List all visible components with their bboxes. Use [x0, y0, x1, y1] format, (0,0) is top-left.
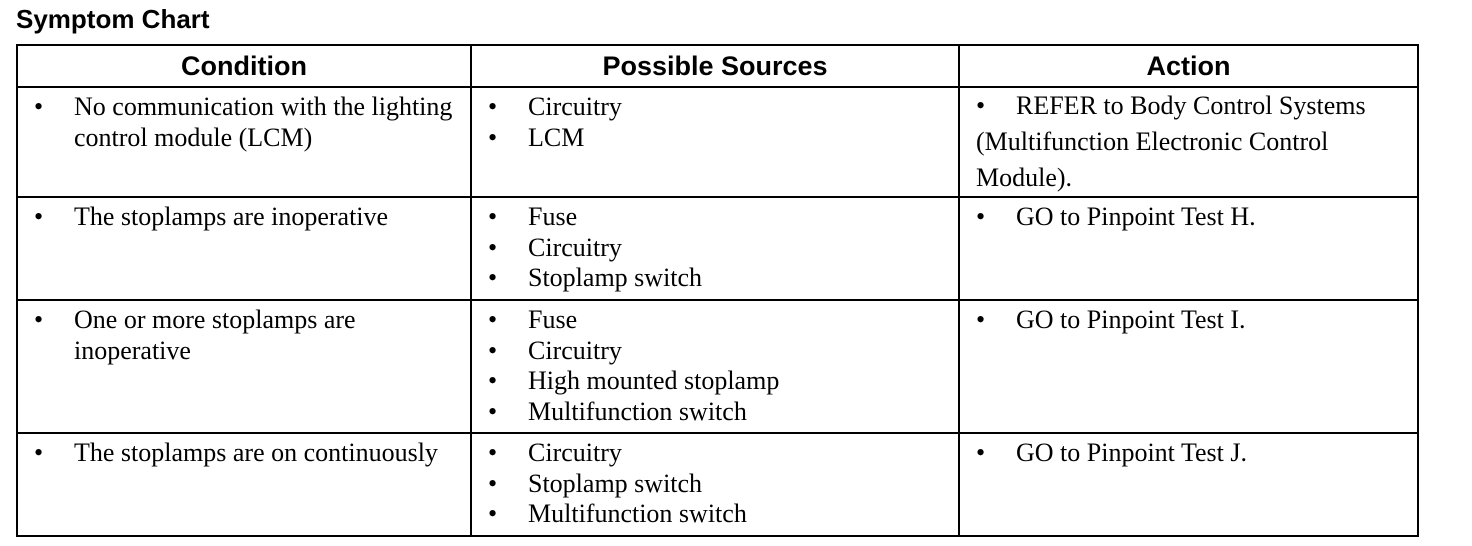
- bullet-icon: •: [34, 305, 44, 334]
- bullet-icon: •: [488, 499, 498, 528]
- condition-item: • No communication with the lighting cont…: [18, 92, 470, 153]
- condition-cell: • No communication with the lighting cont…: [16, 86, 472, 198]
- bullet-icon: •: [488, 122, 498, 152]
- action-text: GO to Pinpoint Test H.: [1016, 202, 1256, 231]
- table-row: • One or more stoplamps are inoperative •…: [16, 299, 1419, 434]
- condition-cell: • One or more stoplamps are inoperative: [16, 299, 472, 434]
- symptom-table: Condition Possible Sources Action • No co…: [16, 44, 1419, 537]
- table-header-row: Condition Possible Sources Action: [16, 44, 1419, 88]
- source-item: • High mounted stoplamp: [472, 366, 958, 397]
- table-row: • No communication with the lighting cont…: [16, 86, 1419, 198]
- condition-item: • One or more stoplamps are inoperative: [18, 305, 470, 366]
- bullet-icon: •: [976, 91, 986, 120]
- column-header-condition: Condition: [16, 44, 472, 88]
- source-item: • Circuitry: [472, 233, 958, 264]
- bullet-icon: •: [488, 468, 498, 498]
- source-text: Fuse: [528, 305, 578, 334]
- condition-item: • The stoplamps are on continuously: [18, 438, 470, 469]
- source-item: • Circuitry: [472, 438, 958, 469]
- source-text: Circuitry: [528, 335, 622, 365]
- source-item: • Circuitry: [472, 336, 958, 367]
- bullet-icon: •: [488, 438, 498, 467]
- column-header-action: Action: [958, 44, 1419, 88]
- condition-text: The stoplamps are inoperative: [74, 202, 389, 231]
- bullet-icon: •: [488, 92, 498, 121]
- action-item: • GO to Pinpoint Test H.: [960, 202, 1417, 233]
- source-item: • LCM: [472, 123, 958, 154]
- source-text: LCM: [528, 122, 585, 152]
- condition-text: The stoplamps are on continuously: [74, 438, 438, 467]
- source-text: High mounted stoplamp: [528, 366, 780, 395]
- bullet-icon: •: [488, 263, 498, 292]
- page-title: Symptom Chart: [16, 4, 210, 34]
- source-text: Stoplamp switch: [528, 468, 703, 498]
- action-text: GO to Pinpoint Test J.: [1016, 438, 1248, 467]
- source-item: • Circuitry: [472, 92, 958, 123]
- source-item: • Multifunction switch: [472, 397, 958, 428]
- source-text: Multifunction switch: [528, 396, 747, 426]
- bullet-icon: •: [488, 305, 498, 334]
- source-item: • Stoplamp switch: [472, 263, 958, 294]
- column-header-possible-sources: Possible Sources: [470, 44, 960, 88]
- action-item: •REFER to Body Control Systems (Multifun…: [960, 88, 1417, 196]
- sources-cell: • Circuitry • LCM: [470, 86, 960, 198]
- source-text: Circuitry: [528, 232, 622, 262]
- source-text: Stoplamp switch: [528, 263, 703, 292]
- action-cell: •REFER to Body Control Systems (Multifun…: [958, 86, 1419, 198]
- action-cell: • GO to Pinpoint Test H.: [958, 196, 1419, 301]
- source-text: Multifunction switch: [528, 499, 747, 528]
- sources-cell: •Fuse •Circuitry •High mounted stoplamp …: [470, 299, 960, 434]
- condition-item: • The stoplamps are inoperative: [18, 202, 470, 233]
- action-cell: • GO to Pinpoint Test J.: [958, 432, 1419, 537]
- bullet-icon: •: [976, 305, 986, 334]
- source-item: • Fuse: [472, 202, 958, 233]
- bullet-icon: •: [976, 202, 986, 231]
- bullet-icon: •: [488, 396, 498, 426]
- source-item: • Stoplamp switch: [472, 469, 958, 500]
- condition-cell: • The stoplamps are inoperative: [16, 196, 472, 301]
- source-item: • Fuse: [472, 305, 958, 336]
- bullet-icon: •: [976, 438, 986, 467]
- sources-cell: • Circuitry • Stoplamp switch • Multifuncti…: [470, 432, 960, 537]
- table-row: • The stoplamps are inoperative • Fuse • Ci…: [16, 196, 1419, 301]
- source-text: Circuitry: [528, 438, 622, 467]
- bullet-icon: •: [34, 92, 44, 121]
- bullet-icon: •: [34, 438, 44, 467]
- sources-cell: • Fuse • Circuitry • Stoplamp switch: [470, 196, 960, 301]
- bullet-icon: •: [488, 335, 498, 365]
- table-row: • The stoplamps are on continuously • Circ…: [16, 432, 1419, 537]
- action-item: • GO to Pinpoint Test J.: [960, 438, 1417, 469]
- condition-text: One or more stoplamps are inoperative: [74, 305, 356, 365]
- condition-cell: • The stoplamps are on continuously: [16, 432, 472, 537]
- bullet-icon: •: [488, 202, 498, 231]
- action-item: • GO to Pinpoint Test I.: [960, 305, 1417, 336]
- action-text: GO to Pinpoint Test I.: [1016, 305, 1246, 334]
- source-text: Fuse: [528, 202, 578, 231]
- bullet-icon: •: [488, 232, 498, 262]
- source-item: • Multifunction switch: [472, 499, 958, 530]
- bullet-icon: •: [34, 202, 44, 231]
- action-cell: • GO to Pinpoint Test I.: [958, 299, 1419, 434]
- condition-text: No communication with the lighting contr…: [74, 92, 453, 152]
- bullet-icon: •: [488, 366, 498, 395]
- source-text: Circuitry: [528, 92, 622, 121]
- action-text: REFER to Body Control Systems (Multifunc…: [976, 91, 1366, 192]
